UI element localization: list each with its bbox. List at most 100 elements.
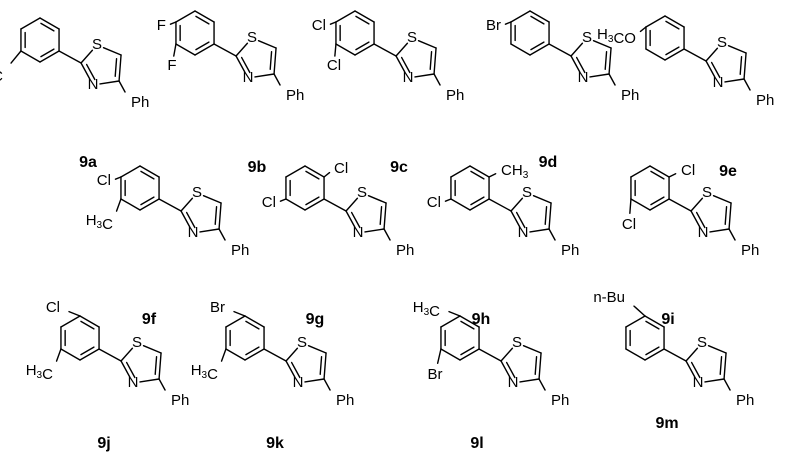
thiazole-bond <box>705 47 719 62</box>
phenyl-bond <box>723 378 731 391</box>
compound-label: 9a <box>79 154 97 171</box>
substituent-bond <box>169 21 177 25</box>
phenyl-bond <box>323 378 331 391</box>
ring-bond <box>510 10 531 23</box>
double-bond <box>665 20 680 30</box>
thiazole-bond <box>80 62 91 80</box>
phenyl-group: Ph <box>171 392 189 409</box>
substituent-label: H3C <box>86 212 113 233</box>
thiazole-bond <box>705 60 716 78</box>
ring-bond <box>79 348 100 361</box>
ring-bond <box>469 198 490 211</box>
substituent-bond <box>279 198 287 202</box>
ring-bond <box>649 198 670 211</box>
double-bond <box>80 320 95 330</box>
ring-bond <box>175 43 196 56</box>
ring-bond <box>645 15 666 28</box>
thiazole-bond <box>510 197 524 212</box>
thiazole-bond <box>500 360 511 378</box>
thiazole-bond <box>704 378 725 383</box>
phenyl-group: Ph <box>446 87 464 104</box>
thiazole-double-bond <box>695 211 706 229</box>
substituent-label: Cl <box>622 216 636 233</box>
thiazole-bond <box>80 49 94 64</box>
thiazole-bond <box>592 39 612 49</box>
double-bond <box>460 346 475 356</box>
thiazole-bond <box>158 352 162 380</box>
double-bond <box>530 41 545 51</box>
ring-bond <box>335 43 356 56</box>
ring-bond <box>39 17 60 30</box>
compound-label: 9b <box>248 159 267 176</box>
substituent-label: H3CO <box>597 26 636 47</box>
substituent-bond <box>504 21 512 25</box>
compound-9a: SNPhF3C9a <box>0 17 149 171</box>
thiazole-bond <box>414 73 435 78</box>
double-bond <box>80 346 95 356</box>
substituent-label: Cl <box>334 160 348 177</box>
sulfur-atom: S <box>717 34 727 51</box>
ring-bond <box>510 43 531 56</box>
thiazole-double-bond <box>690 361 701 379</box>
phenyl-bond <box>548 228 556 241</box>
thiazole-bond <box>345 197 359 212</box>
substituent-bond <box>629 198 632 215</box>
thiazole-bond <box>589 73 610 78</box>
sulfur-atom: S <box>697 334 707 351</box>
ring-bond <box>664 15 685 28</box>
ring-bond <box>644 348 665 361</box>
sulfur-atom: S <box>512 334 522 351</box>
thiazole-bond <box>743 52 747 80</box>
ring-bond <box>175 10 196 23</box>
thiazole-bond <box>500 347 514 362</box>
thiazole-bond <box>510 210 521 228</box>
substituent-label: H3C <box>191 362 218 383</box>
thiazole-bond <box>139 378 160 383</box>
substituent-bond <box>233 310 246 317</box>
thiazole-double-bond <box>125 361 136 379</box>
substituent-label: Cl <box>681 162 695 179</box>
ring-bond <box>529 10 550 23</box>
phenyl-bond <box>743 78 751 91</box>
ring-bond <box>440 315 461 328</box>
compound-label: 9c <box>390 159 408 176</box>
thiazole-bond <box>202 194 222 204</box>
sulfur-atom: S <box>522 184 532 201</box>
thiazole-bond <box>99 80 120 85</box>
thiazole-double-bond <box>719 355 723 376</box>
thiazole-bond <box>235 55 246 73</box>
substituent-label: Br <box>210 299 225 316</box>
double-bond <box>530 15 545 25</box>
substituent-label: Cl <box>312 17 326 34</box>
thiazole-double-bond <box>575 56 586 74</box>
thiazole-double-bond <box>319 355 323 376</box>
aryl-bond <box>663 348 687 362</box>
thiazole-bond <box>519 378 540 383</box>
thiazole-bond <box>712 194 732 204</box>
nitrogen-atom: N <box>128 374 139 391</box>
double-bond <box>645 346 660 356</box>
phenyl-bond <box>158 378 166 391</box>
substituent-bond <box>436 348 442 364</box>
ring-bond <box>244 348 265 361</box>
sulfur-atom: S <box>582 29 592 46</box>
compound-label: 9k <box>266 435 284 452</box>
thiazole-bond <box>118 54 122 82</box>
substituent-bond <box>323 171 331 178</box>
thiazole-bond <box>180 197 194 212</box>
phenyl-bond <box>383 228 391 241</box>
ring-bond <box>459 315 480 328</box>
thiazole-bond <box>180 210 191 228</box>
double-bond <box>195 41 210 51</box>
thiazole-double-bond <box>269 50 273 71</box>
ring-bond <box>630 198 651 211</box>
thiazole-bond <box>199 228 220 233</box>
ring-bond <box>60 348 81 361</box>
ring-bond <box>335 10 356 23</box>
thiazole-bond <box>285 360 296 378</box>
